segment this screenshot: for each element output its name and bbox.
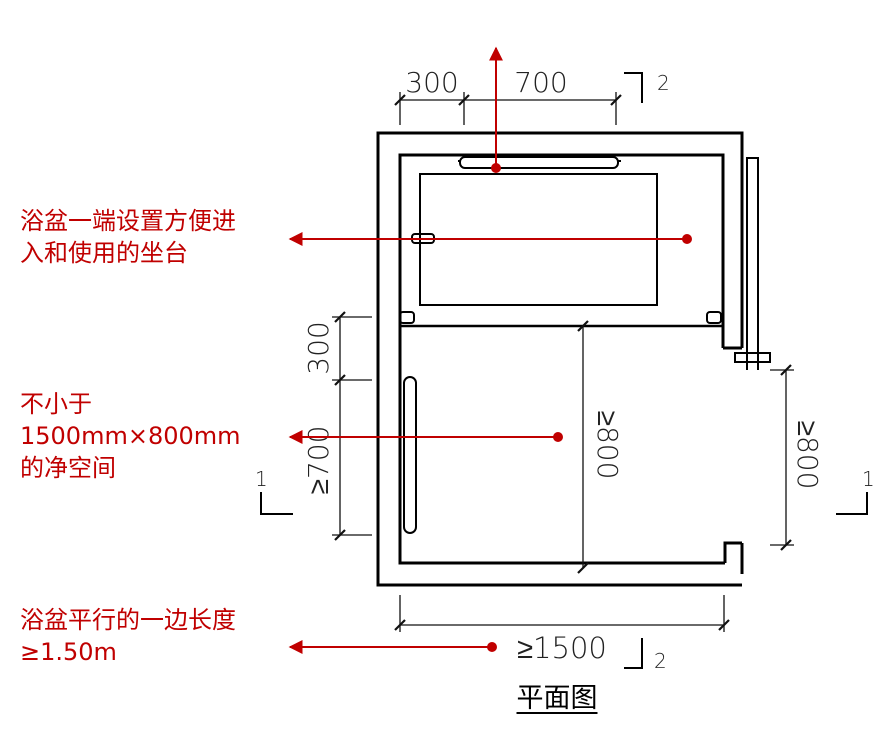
section-1-right-label: 1 [862, 467, 875, 491]
dim-middle: ≥800 [591, 411, 624, 480]
door-leaf [746, 157, 759, 363]
section-2-top-label: 2 [657, 71, 670, 95]
walls [376, 131, 744, 587]
annotation-length-line-2: ≥1.50m [20, 638, 117, 666]
annotation-space-line-1: 不小于 [20, 390, 92, 418]
leader-length-dot [487, 642, 497, 652]
section-2-bottom-mark [624, 638, 643, 669]
dim-bottom: ≥1500 [517, 631, 607, 665]
annotation-space-line-3: 的净空间 [20, 454, 116, 482]
dimension-labels: 300 700 300 ≥700 ≥800 ≥800 ≥1500 2 2 1 1 [255, 66, 875, 673]
bathtub-grab-bar [459, 156, 619, 169]
bathtub [399, 154, 724, 328]
dim-top-left: 300 [405, 66, 458, 99]
bathtub-rim [399, 154, 724, 327]
section-marks [260, 72, 868, 669]
annotation-seat-line-2: 入和使用的坐台 [20, 239, 188, 267]
wall-end-bottom [723, 541, 742, 563]
annotation-length: 浴盆平行的一边长度 ≥1.50m [20, 604, 236, 668]
dim-right: ≥800 [791, 421, 824, 490]
section-2-bottom-label: 2 [654, 649, 667, 673]
annotation-leaders [288, 46, 692, 654]
leader-space-dot [553, 432, 563, 442]
section-1-right-mark [836, 492, 868, 515]
section-2-top-mark [624, 72, 643, 103]
annotation-seat-line-1: 浴盆一端设置方便进 [20, 207, 236, 235]
inner-wall [398, 153, 725, 565]
dim-left-lower: ≥700 [302, 426, 335, 495]
outer-wall [376, 131, 744, 587]
annotation-space: 不小于 1500mm×800mm 的净空间 [20, 388, 241, 484]
leader-top-dot [491, 163, 501, 173]
annotation-space-line-2: 1500mm×800mm [20, 422, 241, 450]
wall-grab-bar [403, 376, 417, 534]
dim-top-right: 700 [514, 66, 567, 99]
tub-support-right [706, 311, 722, 324]
tub-support-left [399, 311, 415, 324]
annotation-seat: 浴盆一端设置方便进 入和使用的坐台 [20, 205, 236, 269]
dimension-lines [332, 92, 794, 632]
annotation-length-line-1: 浴盆平行的一边长度 [20, 606, 236, 634]
leader-seat-dot [682, 234, 692, 244]
door [734, 157, 771, 370]
section-1-left-mark [260, 492, 293, 515]
plan-title: 平面图 [516, 683, 598, 714]
dim-left-upper: 300 [302, 321, 335, 374]
section-1-left-label: 1 [255, 467, 268, 491]
